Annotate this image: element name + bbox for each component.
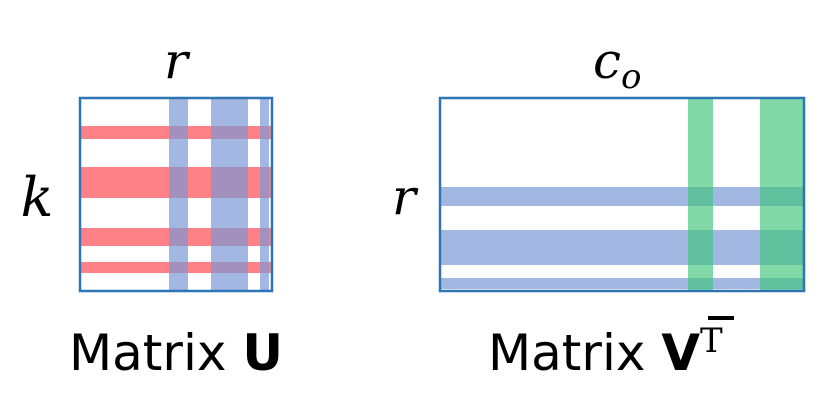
matrix-u-row-dim-label: k (21, 166, 54, 229)
matrix-u-col-band (169, 98, 188, 291)
matrix-u-caption-prefix: Matrix (69, 324, 242, 382)
matrix-v-row-band (440, 278, 804, 289)
matrix-u-column-dim-label: r (164, 32, 191, 90)
matrix-v (438, 96, 806, 293)
matrix-v-row-band (440, 230, 804, 265)
matrix-v-caption-symbol: V (661, 324, 700, 382)
matrix-v-column-dim-label: co (593, 32, 642, 97)
matrix-v-col-band (760, 98, 804, 291)
matrix-u (78, 96, 274, 293)
matrix-v-row-dim-label: r (392, 168, 419, 226)
matrix-v-border (438, 96, 806, 293)
matrix-v-column-dim-base: c (593, 32, 621, 90)
matrix-u-caption-symbol: U (242, 324, 283, 382)
matrix-v-row-band (440, 187, 804, 206)
matrix-u-caption: Matrix U (69, 324, 283, 382)
matrix-v-column-dim-subscript: o (621, 57, 641, 97)
matrix-u-border (78, 96, 274, 293)
matrix-u-col-band (260, 98, 269, 291)
matrix-u-col-band (211, 98, 248, 291)
matrix-v-overbar (708, 316, 734, 320)
matrix-v-caption-superscript: T (700, 321, 723, 361)
matrix-v-col-band (688, 98, 713, 291)
matrix-v-caption-prefix: Matrix (488, 324, 661, 382)
matrix-v-caption: Matrix VT (488, 321, 723, 382)
